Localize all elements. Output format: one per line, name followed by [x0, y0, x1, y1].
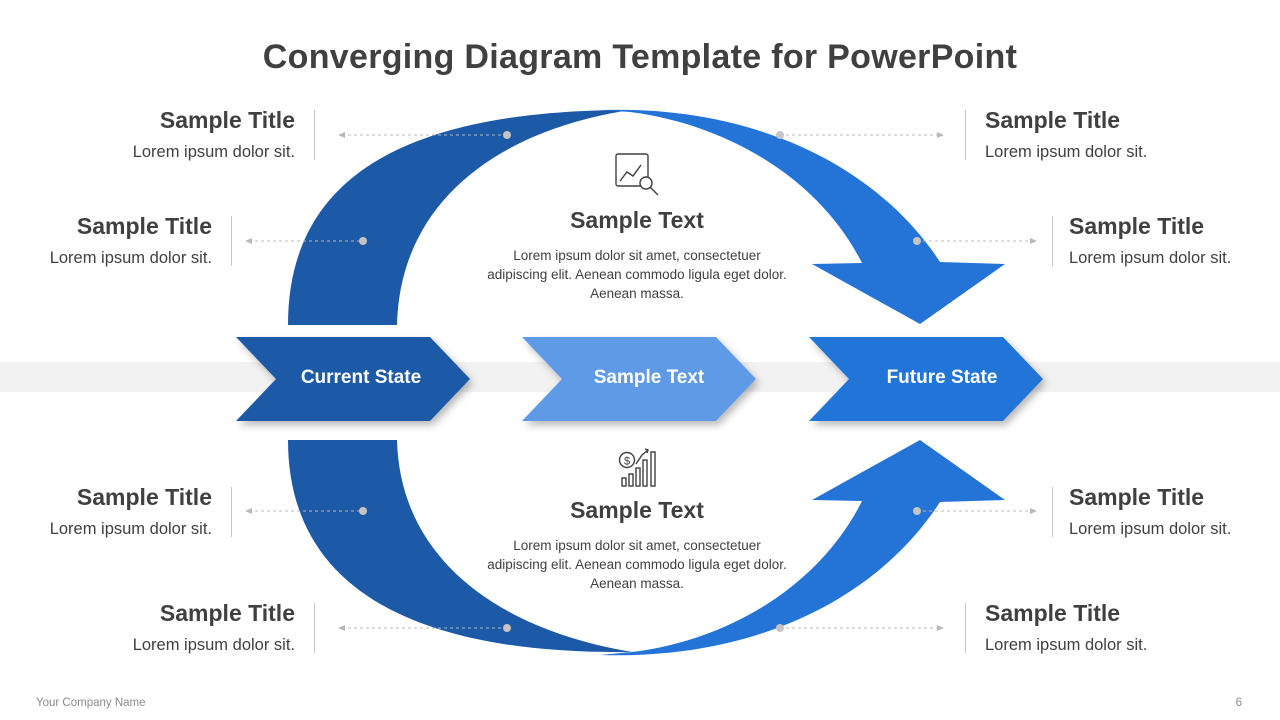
callout-title: Sample Title [159, 107, 295, 133]
arrowhead-left-2 [245, 238, 252, 244]
callout-text: Lorem ipsum dolor sit. [1069, 249, 1232, 267]
callout-text: Lorem ipsum dolor sit. [49, 249, 212, 267]
callout-right-1: Sample Title Lorem ipsum dolor sit. [985, 106, 1225, 164]
callout-title: Sample Title [1069, 213, 1205, 239]
callout-text: Lorem ipsum dolor sit. [49, 520, 212, 538]
chevron-future-state [809, 337, 1043, 421]
callout-divider [314, 603, 315, 653]
dollar-growth-icon: $ [618, 448, 656, 487]
footer-company-name: Your Company Name [36, 697, 146, 709]
callout-title: Sample Title [76, 213, 212, 239]
chevron-label-future-state: Future State [886, 367, 998, 388]
callout-divider [1052, 487, 1053, 537]
dot-left-4 [503, 624, 511, 632]
chevron-current-state [236, 337, 470, 421]
center-top-title: Sample Text [570, 207, 704, 233]
callout-right-2: Sample Title Lorem ipsum dolor sit. [1069, 212, 1274, 270]
dot-left-3 [359, 507, 367, 515]
dot-right-4 [776, 624, 784, 632]
callout-text: Lorem ipsum dolor sit. [985, 143, 1148, 161]
callout-text: Lorem ipsum dolor sit. [1069, 520, 1232, 538]
callout-title: Sample Title [76, 484, 212, 510]
center-top-body: Lorem ipsum dolor sit amet, consectetuer… [487, 248, 787, 301]
callout-left-4: Sample Title Lorem ipsum dolor sit. [55, 599, 295, 657]
callout-title: Sample Title [1069, 484, 1205, 510]
arc-bottom-left [288, 440, 632, 653]
callout-left-2: Sample Title Lorem ipsum dolor sit. [0, 212, 212, 270]
arrowhead-left-3 [245, 508, 252, 514]
dot-right-1 [776, 131, 784, 139]
callout-divider [231, 216, 232, 266]
chevron-label-current-state: Current State [300, 367, 422, 388]
callout-right-3: Sample Title Lorem ipsum dolor sit. [1069, 483, 1274, 541]
callout-title: Sample Title [985, 600, 1121, 626]
callout-title: Sample Title [985, 107, 1121, 133]
footer-page-number: 6 [1235, 697, 1242, 709]
arc-top-left [288, 110, 630, 325]
dot-left-2 [359, 237, 367, 245]
dot-right-3 [913, 507, 921, 515]
center-bottom-body: Lorem ipsum dolor sit amet, consectetuer… [487, 538, 787, 591]
callout-left-3: Sample Title Lorem ipsum dolor sit. [0, 483, 212, 541]
chart-magnifier-icon [615, 153, 659, 196]
callout-divider [1052, 216, 1053, 266]
callout-divider [231, 487, 232, 537]
dot-right-2 [913, 237, 921, 245]
callout-text: Lorem ipsum dolor sit. [985, 636, 1148, 654]
svg-text:$: $ [624, 456, 630, 468]
callout-text: Lorem ipsum dolor sit. [132, 636, 295, 654]
arc-bottom-right-arrow [600, 440, 1005, 656]
callout-text: Lorem ipsum dolor sit. [132, 143, 295, 161]
callout-left-1: Sample Title Lorem ipsum dolor sit. [55, 106, 295, 164]
callout-divider [965, 110, 966, 160]
arrowhead-left-1 [338, 132, 345, 138]
callout-divider [965, 603, 966, 653]
center-bottom-title: Sample Text [570, 497, 704, 523]
slide-title: Converging Diagram Template for PowerPoi… [262, 38, 1018, 76]
callout-title: Sample Title [159, 600, 295, 626]
dot-left-1 [503, 131, 511, 139]
arrowhead-left-4 [338, 625, 345, 631]
callout-right-4: Sample Title Lorem ipsum dolor sit. [985, 599, 1225, 657]
chevron-sample-text [522, 337, 756, 421]
arrowhead-right-2 [1030, 238, 1037, 244]
arrowhead-right-4 [937, 625, 944, 631]
arrowhead-right-3 [1030, 508, 1037, 514]
chevron-label-sample-text: Sample Text [593, 367, 705, 388]
callout-divider [314, 110, 315, 160]
arrowhead-right-1 [937, 132, 944, 138]
arc-top-right-arrow [600, 109, 1005, 324]
